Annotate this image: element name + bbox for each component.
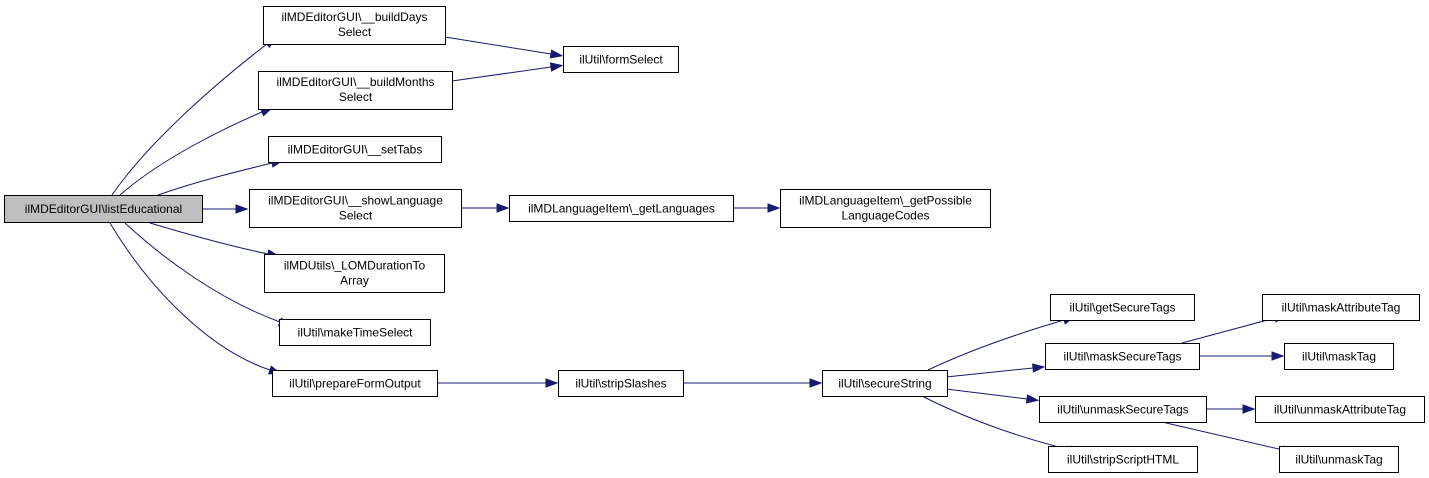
node-lom-duration-to-array-label-2: Array [340,274,369,288]
edge-list-educational-to-prepare-form-output [109,222,282,375]
node-unmask-tag[interactable]: ilUtil\unmaskTag [1279,446,1399,473]
edge-line [945,388,1028,400]
node-form-select-label: ilUtil\formSelect [579,53,663,67]
edge-line [119,111,263,196]
arrowhead [496,203,510,213]
edge-line [945,367,1034,378]
node-get-languages[interactable]: ilMDLanguageItem\_getLanguages [509,195,734,222]
node-mask-secure-tags[interactable]: ilUtil\maskSecureTags [1045,343,1200,370]
node-strip-script-html[interactable]: ilUtil\stripScriptHTML [1048,446,1198,473]
node-lom-duration-to-array[interactable]: ilMDUtils\_LOMDurationTo Array [264,254,445,293]
node-unmask-secure-tags-label: ilUtil\unmaskSecureTags [1057,403,1188,417]
arrowhead [235,204,249,214]
node-build-months-select-label-2: Select [339,90,373,104]
node-get-languages-label: ilMDLanguageItem\_getLanguages [528,202,715,216]
edge-list-educational-to-build-months-select [119,107,274,196]
node-prepare-form-output[interactable]: ilUtil\prepareFormOutput [272,370,438,397]
arrowhead [767,203,781,213]
arrowhead [1242,404,1256,414]
edge-unmask-secure-tags-to-unmask-attribute-tag [1206,404,1256,414]
node-form-select[interactable]: ilUtil\formSelect [563,46,679,73]
node-mask-secure-tags-label: ilUtil\maskSecureTags [1063,350,1181,364]
edge-show-language-select-to-get-languages [461,203,510,213]
node-secure-string-label: ilUtil\secureString [838,377,931,391]
node-build-months-select[interactable]: ilMDEditorGUI\__buildMonths Select [258,71,453,110]
arrowhead [1271,351,1285,361]
node-secure-string[interactable]: ilUtil\secureString [822,370,948,397]
edge-line [921,395,1072,451]
node-set-tabs-label: ilMDEditorGUI\__setTabs [288,143,423,157]
node-strip-slashes-label: ilUtil\stripSlashes [575,377,666,391]
edge-strip-slashes-to-secure-string [683,378,823,388]
edge-line [124,222,281,323]
arrowhead [549,49,564,59]
node-get-possible-language-codes-label-1: ilMDLanguageItem\_getPossible [799,194,972,208]
node-get-secure-tags-label: ilUtil\getSecureTags [1069,301,1175,315]
arrowhead [1025,394,1040,404]
edge-get-languages-to-get-possible-language-codes [733,203,781,213]
node-show-language-select-label-2: Select [339,209,373,223]
node-mask-tag-label: ilUtil\maskTag [1302,350,1376,364]
node-strip-script-html-label: ilUtil\stripScriptHTML [1067,453,1179,467]
node-make-time-select[interactable]: ilUtil\makeTimeSelect [279,319,431,346]
edge-line [109,222,271,371]
node-unmask-attribute-tag-label: ilUtil\unmaskAttributeTag [1274,403,1406,417]
edge-list-educational-to-build-days-select [111,36,277,196]
node-build-days-select-label-2: Select [338,25,372,39]
node-unmask-secure-tags[interactable]: ilUtil\unmaskSecureTags [1039,396,1207,423]
node-get-possible-language-codes-label-2: LanguageCodes [841,209,929,223]
edge-list-educational-to-show-language-select [203,204,249,214]
node-list-educational-label: ilMDEditorGUI\listEducational [25,202,182,216]
edge-secure-string-to-mask-secure-tags [945,363,1046,378]
edge-mask-secure-tags-to-mask-tag [1199,351,1285,361]
node-unmask-tag-label: ilUtil\unmaskTag [1295,453,1382,467]
edges-layer [109,36,1296,455]
edge-line [111,43,268,196]
edge-line [927,319,1065,371]
node-get-secure-tags[interactable]: ilUtil\getSecureTags [1050,294,1195,321]
node-set-tabs[interactable]: ilMDEditorGUI\__setTabs [268,136,442,163]
node-get-possible-language-codes[interactable]: ilMDLanguageItem\_getPossible LanguageCo… [780,189,991,228]
edge-prepare-form-output-to-strip-slashes [437,378,559,388]
edge-line [149,222,269,255]
node-show-language-select-label-1: ilMDEditorGUI\__showLanguage [268,194,443,208]
node-show-language-select[interactable]: ilMDEditorGUI\__showLanguage Select [249,189,462,228]
edge-build-days-select-to-form-select [444,36,564,59]
edge-list-educational-to-lom-duration-to-array [149,222,281,259]
arrowhead [1032,363,1046,373]
node-lom-duration-to-array-label-1: ilMDUtils\_LOMDurationTo [284,259,426,273]
node-mask-tag[interactable]: ilUtil\maskTag [1284,343,1394,370]
node-make-time-select-label: ilUtil\makeTimeSelect [298,326,414,340]
arrowhead [809,378,823,388]
node-build-months-select-label-1: ilMDEditorGUI\__buildMonths [276,75,434,89]
node-prepare-form-output-label: ilUtil\prepareFormOutput [289,377,421,391]
edge-secure-string-to-unmask-secure-tags [945,388,1040,404]
node-strip-slashes[interactable]: ilUtil\stripSlashes [558,370,684,397]
node-list-educational[interactable]: ilMDEditorGUI\listEducational [4,195,203,223]
edge-line [451,66,552,82]
node-build-days-select-label-1: ilMDEditorGUI\__buildDays [281,10,427,24]
nodes-layer: ilMDEditorGUI\listEducational ilMDEditor… [4,6,1425,473]
edge-line [1161,421,1284,451]
edge-line [444,36,552,55]
arrowhead [549,62,564,72]
node-unmask-attribute-tag[interactable]: ilUtil\unmaskAttributeTag [1255,396,1425,423]
edge-build-months-select-to-form-select [451,62,564,82]
edge-line [157,162,273,196]
node-mask-attribute-tag[interactable]: ilUtil\maskAttributeTag [1262,294,1420,321]
edge-line [1181,317,1276,344]
node-mask-attribute-tag-label: ilUtil\maskAttributeTag [1282,301,1401,315]
arrowhead [545,378,559,388]
node-build-days-select[interactable]: ilMDEditorGUI\__buildDays Select [263,6,446,45]
